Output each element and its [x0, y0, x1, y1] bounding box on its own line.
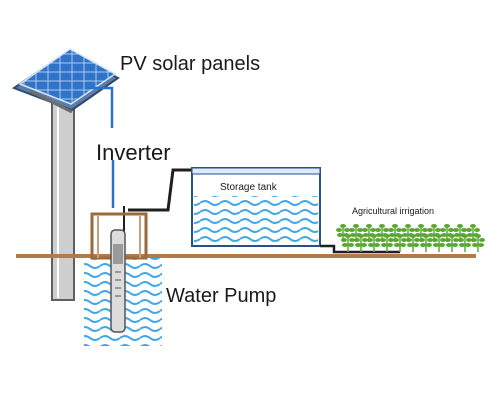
storage-tank-icon: [191, 167, 321, 247]
ground-line: [16, 254, 476, 258]
plant: [367, 234, 381, 252]
water-pump-label: Water Pump: [166, 285, 276, 307]
solar-panel-icon: [11, 48, 120, 114]
plant: [380, 234, 394, 252]
plant: [406, 234, 420, 252]
plant: [471, 234, 485, 252]
support-pole: [51, 97, 75, 301]
plant: [432, 234, 446, 252]
storage-tank-label: Storage tank: [220, 182, 278, 193]
solar-panels-label: PV solar panels: [120, 53, 260, 75]
power-wire: [88, 86, 125, 232]
plant: [336, 224, 350, 242]
submersible-pump-icon: [110, 229, 126, 333]
plant: [401, 224, 415, 242]
plant: [466, 224, 480, 242]
plant: [341, 234, 355, 252]
crop-plants-icon: [336, 224, 485, 252]
plant: [354, 234, 368, 252]
inverter-label: Inverter: [96, 140, 171, 165]
plant: [393, 234, 407, 252]
plant: [349, 224, 363, 242]
plant: [453, 224, 467, 242]
delivery-pipe: [128, 168, 205, 212]
plant: [445, 234, 459, 252]
plant: [458, 234, 472, 252]
plant: [419, 234, 433, 252]
irrigation-pipe: [320, 244, 400, 254]
irrigation-label: Agricultural irrigation: [352, 206, 434, 216]
